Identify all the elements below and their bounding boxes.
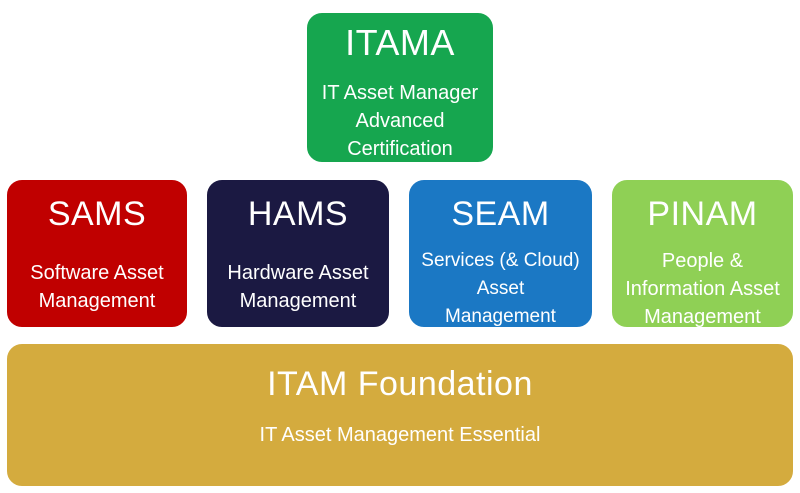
seam-title: SEAM: [451, 195, 550, 233]
pinam-title: PINAM: [647, 195, 758, 233]
block-pinam: PINAM People & Information Asset Managem…: [609, 177, 796, 330]
pinam-description-line: People &: [661, 250, 744, 273]
hams-description: Hardware Asset Management: [227, 259, 368, 315]
sams-title: SAMS: [47, 195, 147, 233]
itama-description-line: Advanced: [355, 109, 445, 132]
block-itam-foundation: ITAM Foundation IT Asset Management Esse…: [4, 341, 796, 489]
itama-title: ITAMA: [345, 22, 455, 63]
block-seam: SEAM Services (& Cloud) Asset Management: [406, 177, 595, 330]
itama-description-line: Certification: [347, 137, 453, 160]
pinam-description-line: Information Asset: [625, 278, 780, 301]
sams-description: Software Asset Management: [30, 259, 163, 315]
block-sams: SAMS Software Asset Management: [4, 177, 190, 330]
pinam-description: People & Information Asset Management: [625, 247, 780, 331]
seam-description: Services (& Cloud) Asset Management: [421, 247, 579, 331]
hams-description-line: Hardware Asset: [227, 262, 369, 285]
hams-title: HAMS: [247, 195, 349, 233]
seam-description-line: Services (& Cloud): [421, 250, 580, 272]
itama-description-line: IT Asset Manager: [321, 81, 479, 104]
itama-description: IT Asset Manager Advanced Certification: [322, 79, 478, 163]
itam-foundation-description: IT Asset Management Essential: [260, 421, 541, 449]
block-hams: HAMS Hardware Asset Management: [204, 177, 392, 330]
seam-description-line: Management: [445, 306, 556, 328]
pinam-description-line: Management: [644, 306, 761, 329]
itam-foundation-description-line: IT Asset Management Essential: [259, 424, 541, 447]
block-itama: ITAMA IT Asset Manager Advanced Certific…: [304, 10, 496, 165]
sams-description-line: Management: [38, 290, 156, 313]
seam-description-line: Asset: [476, 278, 525, 300]
hams-description-line: Management: [239, 290, 357, 313]
itam-foundation-title: ITAM Foundation: [267, 365, 533, 403]
sams-description-line: Software Asset: [30, 262, 164, 285]
